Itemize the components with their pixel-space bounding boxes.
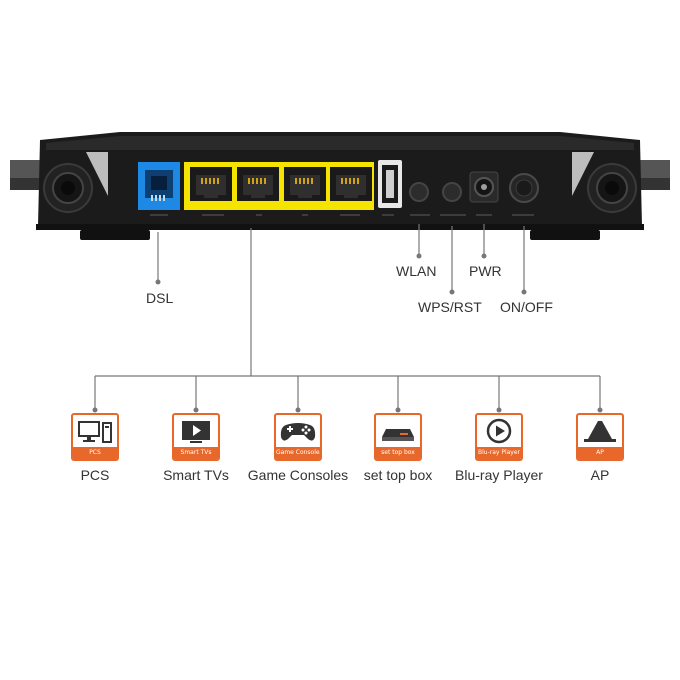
- game-consoles-device-card: Game Consoles: [274, 413, 322, 461]
- wps-rst-label: WPS/RST: [418, 299, 482, 315]
- lan-port-2: [237, 167, 279, 201]
- right-silver-accent: [572, 152, 594, 196]
- left-silver-accent: [86, 152, 108, 196]
- blu-ray-player-tag: Blu-ray Player: [477, 447, 521, 459]
- play-icon: [486, 418, 512, 444]
- pcs-tag: PCS: [73, 447, 117, 459]
- right-bracket-tab-shadow: [636, 178, 670, 190]
- pwr-label: PWR: [469, 263, 502, 279]
- on-off-label: ON/OFF: [500, 299, 553, 315]
- pcs-device-card: PCS: [71, 413, 119, 461]
- smart-tvs-device-card: Smart TVs: [172, 413, 220, 461]
- wps-rst-button: [442, 182, 462, 202]
- blu-ray-player-label: Blu-ray Player: [455, 467, 543, 483]
- lan-port-1: [190, 167, 232, 201]
- set-top-box-label: set top box: [363, 467, 433, 483]
- left-bracket-tab: [10, 160, 42, 180]
- ap-label: AP: [590, 467, 610, 483]
- lan-port-4: [330, 167, 372, 201]
- game-consoles-tag: Game Consoles: [276, 447, 320, 459]
- access-point-icon: [584, 421, 616, 442]
- wlan-label: WLAN: [396, 263, 437, 279]
- set-top-box-device-card: set top box: [374, 413, 422, 461]
- pc-icon: [78, 421, 112, 443]
- tv-icon: [182, 421, 210, 443]
- router-top-edge: [46, 136, 634, 150]
- set-top-box-tag: set top box: [376, 447, 420, 459]
- set-top-box-icon: [382, 429, 414, 441]
- wlan-button: [409, 182, 429, 202]
- game-consoles-label: Game Consoles: [247, 467, 349, 483]
- ap-tag: AP: [578, 447, 622, 459]
- right-bracket-tab: [636, 160, 670, 180]
- ap-device-card: AP: [576, 413, 624, 461]
- port-silkscreen: [150, 214, 534, 216]
- smart-tvs-label: Smart TVs: [163, 467, 229, 483]
- router-foot-left: [80, 230, 150, 240]
- left-bracket-tab-shadow: [10, 178, 42, 190]
- lan-port-3: [284, 167, 326, 201]
- router-foot-right: [530, 230, 600, 240]
- pcs-label: PCS: [80, 467, 110, 483]
- smart-tvs-tag: Smart TVs: [174, 447, 218, 459]
- router-bottom-edge: [36, 224, 644, 230]
- blu-ray-player-device-card: Blu-ray Player: [475, 413, 523, 461]
- gamepad-icon: [280, 423, 316, 441]
- dsl-label: DSL: [146, 290, 174, 306]
